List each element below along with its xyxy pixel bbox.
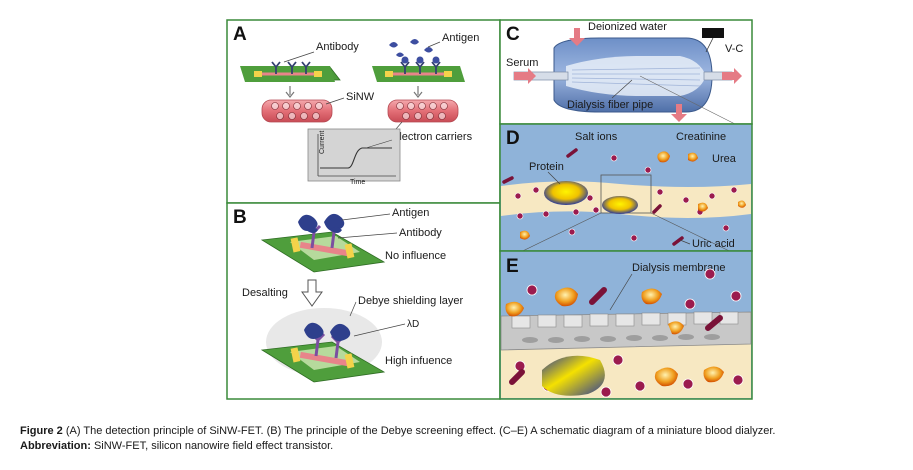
- pointer-antibody-a: [283, 51, 315, 63]
- dialyzer-inner: [566, 56, 706, 96]
- protein-blob-d1: [544, 181, 588, 205]
- label-urea: Urea: [712, 153, 737, 165]
- label-sinw: SiNW: [346, 91, 375, 103]
- pointer-plot: [365, 139, 393, 149]
- label-lambda: λD: [407, 319, 419, 330]
- arrow-down-a-right: [413, 86, 423, 98]
- electrode-b-top-2: [344, 243, 355, 259]
- panel-c-letter: C: [506, 24, 520, 45]
- electrode-b-bottom-2: [344, 353, 355, 369]
- antigen-icons-a: [389, 39, 440, 64]
- arrow-water-out: [671, 104, 687, 122]
- zoom-line-c: [639, 75, 736, 125]
- label-time: Time: [350, 179, 365, 186]
- electrode-left-1: [254, 71, 262, 77]
- caption-line-1: Figure 2 (A) The detection principle of …: [20, 424, 900, 439]
- caption-fig-label: Figure 2: [20, 425, 63, 437]
- label-high-influence: High infuence: [385, 355, 452, 367]
- figure: A Antibody: [226, 19, 753, 400]
- label-uric-acid: Uric acid: [692, 238, 735, 250]
- electrode-b-bottom-1: [290, 347, 301, 363]
- antigen-b-top: [298, 213, 345, 233]
- label-serum: Serum: [506, 57, 538, 69]
- label-debye: Debye shielding layer: [358, 295, 464, 307]
- fiber-lines: [571, 67, 701, 87]
- electrode-b-top-1: [290, 237, 301, 253]
- caption-abbr-label: Abbreviation:: [20, 440, 91, 452]
- label-antibody-b: Antibody: [399, 227, 442, 239]
- label-salt-ions: Salt ions: [575, 131, 618, 143]
- label-creatinine: Creatinine: [676, 131, 726, 143]
- label-fiber-pipe: Dialysis fiber pipe: [567, 99, 653, 111]
- pointer-fiber: [611, 79, 633, 99]
- label-electron-carriers: Electron carriers: [392, 131, 473, 143]
- pointer-antigen-b: [341, 213, 391, 221]
- plot-box: [307, 128, 401, 182]
- antibody-icons-left: [271, 61, 311, 74]
- pointer-lambda: [353, 323, 406, 337]
- panel-b: B Antigen Antibody No influence Desaltin…: [226, 202, 501, 400]
- panel-d-letter: D: [506, 128, 520, 149]
- vc-box: [702, 28, 724, 38]
- arrow-desalting: [301, 279, 323, 307]
- electrode-right-2: [444, 71, 452, 77]
- antibody-icons-right: [400, 61, 441, 74]
- creatinine-d: [520, 151, 746, 240]
- creatinine-e-bottom: [654, 366, 724, 387]
- caption-abbr-text: SiNW-FET, silicon nanowire field effect …: [90, 440, 334, 452]
- salt-ions-d: [514, 154, 738, 242]
- label-no-influence: No influence: [385, 250, 446, 262]
- arrow-serum-out: [722, 68, 742, 84]
- pointer-antigen-a: [427, 41, 441, 48]
- panel-e-letter: E: [506, 256, 519, 277]
- label-antigen-a: Antigen: [442, 32, 479, 44]
- pointer-debye: [349, 301, 357, 317]
- electrode-left-2: [314, 71, 322, 77]
- label-antibody-a: Antibody: [316, 41, 359, 53]
- pointer-antibody-b: [337, 232, 398, 239]
- panel-b-letter: B: [233, 207, 247, 228]
- label-desalting: Desalting: [242, 287, 288, 299]
- carriers-left: [271, 102, 323, 120]
- label-vc: V-C: [725, 43, 743, 55]
- panel-a-letter: A: [233, 24, 247, 45]
- panel-c: C Deionized water V-C Serum Dialysis fib…: [499, 19, 753, 125]
- panel-d: D Salt ions Creatinine Urea Protein Uric…: [499, 123, 753, 263]
- protein-blob-e: [542, 355, 605, 396]
- caption-line-2: Abbreviation: SiNW-FET, silicon nanowire…: [20, 439, 900, 454]
- pointer-membrane: [609, 273, 633, 311]
- creatinine-e-top: [505, 287, 684, 335]
- label-deionized: Deionized water: [588, 21, 667, 33]
- label-protein: Protein: [529, 161, 564, 173]
- figure-caption: Figure 2 (A) The detection principle of …: [20, 424, 900, 454]
- panel-e: E Dialysis membrane: [499, 250, 753, 400]
- vc-wire: [705, 37, 714, 53]
- label-antigen-b: Antigen: [392, 207, 429, 219]
- carriers-right: [396, 102, 448, 120]
- uric-acid-d: [502, 148, 684, 246]
- antigen-b-bottom: [304, 322, 351, 341]
- plot-curve: [320, 147, 392, 169]
- membrane-e: [500, 311, 752, 351]
- arrow-serum-in: [514, 68, 536, 84]
- pointer-protein: [547, 171, 561, 185]
- uric-acid-e: [509, 287, 723, 385]
- label-current: Current: [319, 131, 326, 154]
- label-membrane: Dialysis membrane: [632, 262, 726, 274]
- pointer-sinw: [325, 97, 345, 105]
- arrow-water-in: [569, 28, 585, 46]
- arrow-down-a-left: [285, 86, 295, 98]
- protein-blob-d2: [602, 196, 638, 214]
- electrode-right-1: [385, 71, 393, 77]
- pointer-uric: [679, 239, 691, 245]
- wire-b-bottom: [299, 351, 349, 367]
- panel-a: A Antibody: [226, 19, 501, 204]
- caption-text: (A) The detection principle of SiNW-FET.…: [62, 425, 776, 437]
